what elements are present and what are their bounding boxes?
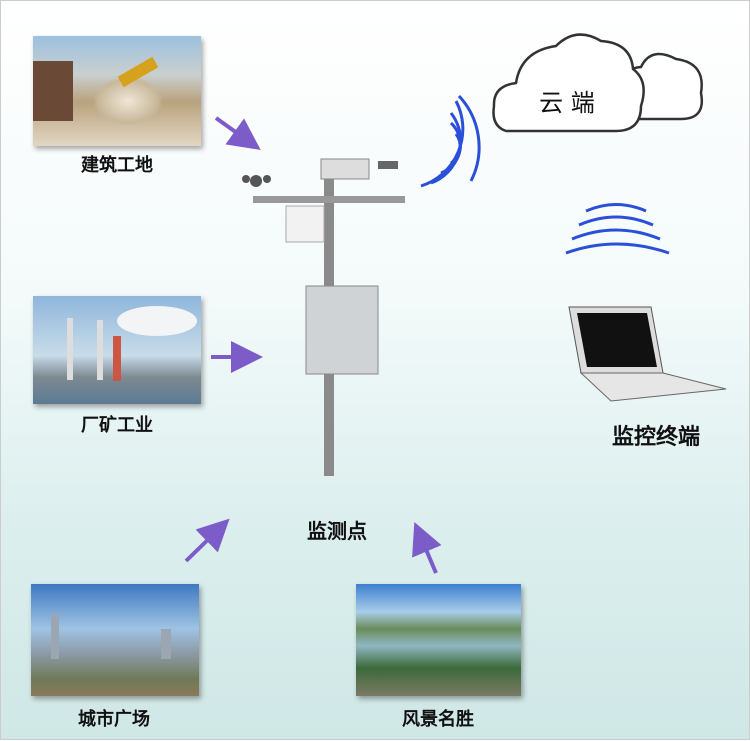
- city-square-label: 城市广场: [78, 709, 150, 730]
- monitoring-terminal-label: 监控终端: [611, 425, 701, 450]
- monitoring-station-icon: [242, 158, 405, 476]
- construction-site-label: 建筑工地: [81, 155, 153, 176]
- signal-waves-laptop-icon: [565, 203, 670, 255]
- cloud-icon: [492, 33, 704, 133]
- scenic-spot-photo: [356, 584, 521, 696]
- cloud-label: 云 端: [539, 89, 595, 117]
- city-square-photo: [31, 584, 199, 696]
- arrow-construction: [214, 116, 261, 150]
- arrow-city: [184, 518, 230, 563]
- arrow-scenic: [412, 521, 442, 574]
- factory-label: 厂矿工业: [81, 415, 153, 436]
- scenic-spot-label: 风景名胜: [402, 709, 474, 730]
- factory-photo: [33, 296, 201, 404]
- signal-waves-icon: [420, 94, 481, 188]
- construction-site-photo: [33, 36, 201, 146]
- laptop-icon: [568, 306, 727, 402]
- monitoring-point-label: 监测点: [307, 519, 367, 543]
